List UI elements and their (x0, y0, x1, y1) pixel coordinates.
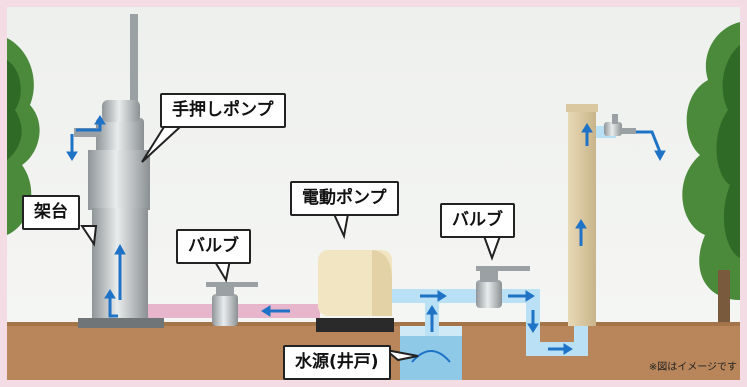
faucet-post (566, 104, 636, 326)
label-valve-left: バルブ (176, 229, 251, 264)
tree-right (682, 22, 740, 330)
valve-left-body (206, 282, 258, 326)
valve-right-body (476, 266, 530, 308)
label-valve-right: バルブ (440, 203, 515, 238)
label-electric-pump: 電動ポンプ (290, 181, 399, 216)
tree-left (7, 38, 40, 235)
electric-pump-body (316, 250, 394, 332)
label-stand: 架台 (22, 195, 80, 230)
hand-pump (74, 14, 150, 210)
label-water-source: 水源(井戸) (283, 345, 391, 380)
label-hand-pump: 手押しポンプ (160, 93, 286, 128)
flow-arrows (66, 115, 666, 355)
callout-pointers (80, 126, 502, 362)
image-note: ※図はイメージです (648, 362, 737, 373)
supply-pipe (390, 289, 540, 303)
